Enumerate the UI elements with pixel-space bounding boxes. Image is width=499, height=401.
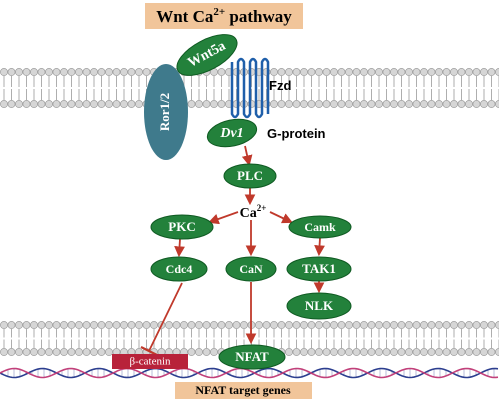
plc-label: PLC (237, 168, 263, 183)
dna-helix (0, 367, 499, 379)
nlk-node: NLK (286, 292, 352, 320)
inhibit-bar (140, 346, 158, 356)
tak1-node: TAK1 (286, 256, 352, 282)
dv1-label: Dv1 (219, 126, 243, 141)
target-genes-box: NFAT target genes (175, 382, 312, 399)
pathway-arrows (140, 145, 325, 356)
pkc-node: PKC (150, 214, 214, 240)
fzd-label: Fzd (269, 78, 291, 93)
arrow-ca-pkc (207, 211, 239, 225)
bcatenin-label: β-catenin (129, 356, 171, 368)
gprotein-label: G-protein (267, 126, 326, 141)
inhibit-cdc4-bcatenin (148, 282, 183, 352)
arrow-camk-tak1 (314, 237, 325, 257)
ca-label: Ca2+ (240, 203, 267, 221)
dv1-node: Dv1 (206, 118, 258, 148)
fzd-receptor: Fzd (230, 57, 291, 119)
arrow-ca-camk (269, 211, 293, 224)
camk-label: Camk (304, 220, 336, 234)
bcatenin-node: β-catenin (112, 354, 188, 369)
camk-node: Camk (288, 215, 352, 239)
plc-node: PLC (223, 163, 277, 189)
title-sup: 2+ (213, 6, 225, 18)
svg-text:Wnt Ca2+ pathway: Wnt Ca2+ pathway (156, 6, 292, 26)
tak1-label: TAK1 (302, 261, 336, 276)
ca-sup: 2+ (257, 203, 267, 213)
cdc4-label: Cdc4 (166, 262, 193, 276)
title-suffix: pathway (225, 7, 292, 26)
nfat-label: NFAT (235, 349, 269, 364)
ca-base: Ca (240, 206, 257, 221)
ror-label: Ror1/2 (157, 93, 172, 131)
title-box: Wnt Ca2+ pathway (145, 3, 303, 29)
target-genes-label: NFAT target genes (195, 383, 291, 397)
nuclear-membrane (0, 321, 499, 356)
cdc4-node: Cdc4 (150, 256, 208, 282)
nlk-label: NLK (305, 298, 334, 313)
pkc-label: PKC (168, 219, 195, 234)
arrow-dv1-plc (241, 145, 253, 167)
arrow-pkc-cdc4 (174, 238, 185, 258)
nfat-node: NFAT (218, 344, 286, 370)
can-node: CaN (225, 256, 277, 282)
title-text: Wnt Ca (156, 7, 214, 26)
can-label: CaN (239, 262, 263, 276)
ror-receptor: Ror1/2 (144, 64, 188, 160)
